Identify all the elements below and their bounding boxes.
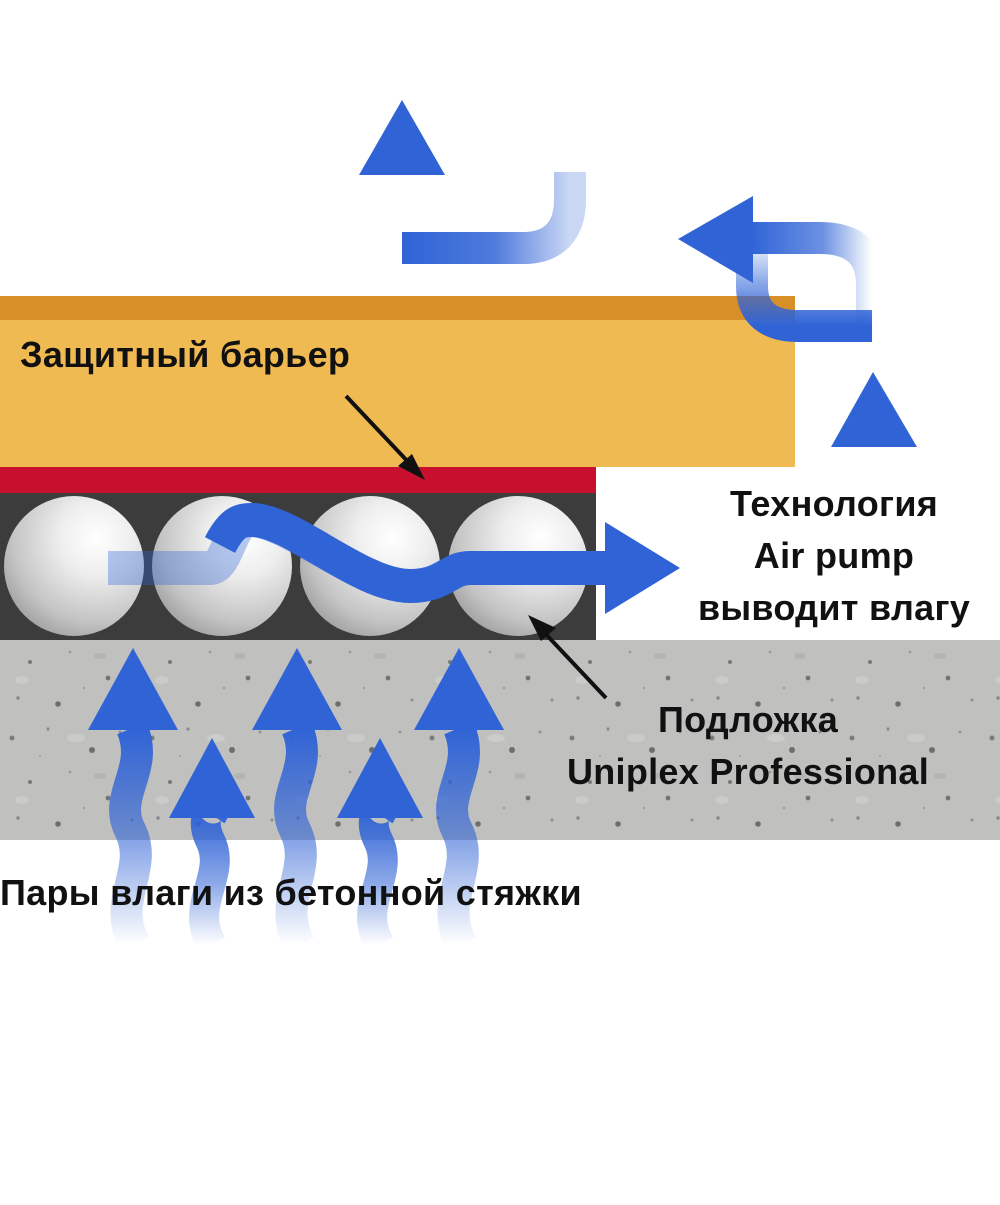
airpump-label-line3: выводит влагу (697, 587, 971, 628)
red-strip (0, 467, 596, 493)
right-bend-arrow-shaft (736, 238, 872, 342)
concrete-layer (0, 640, 1000, 840)
rising-arrow-head (831, 372, 917, 447)
vapor-arrow-3 (414, 648, 504, 953)
barrier-layer (0, 296, 795, 467)
pointer-arrow-underlay (528, 615, 608, 700)
barrier-label: Защитный барьер (20, 334, 351, 375)
airflow-arrow-head (605, 522, 680, 614)
barrier-top-edge (0, 296, 795, 320)
vapor-arrow-5 (337, 738, 423, 953)
airflow-wave (204, 503, 612, 603)
airpump-label-line1: Технология (729, 483, 939, 524)
underlay-label-line1: Подложка (657, 699, 839, 740)
left-bend-arrow-body (402, 172, 586, 264)
airpump-label-line2: Air pump (753, 535, 915, 576)
vapor-arrow-4 (169, 738, 255, 953)
vapor-label: Пары влаги из бетонной стяжки (0, 872, 582, 913)
right-bend-arrow-head (678, 196, 753, 283)
underlay-label-line2: Uniplex Professional (566, 751, 930, 792)
vapor-arrow-1 (88, 648, 178, 953)
underlay-ball (4, 496, 144, 636)
vapor-arrow-2 (252, 648, 342, 953)
left-bend-arrow-head (359, 100, 445, 175)
underlay-label: Подложка Uniplex Professional (528, 694, 968, 798)
right-bend-arrow-body (750, 222, 888, 326)
pointer-arrow-barrier (344, 394, 425, 480)
airpump-label: Технология Air pump выводит влагу (668, 478, 1000, 634)
